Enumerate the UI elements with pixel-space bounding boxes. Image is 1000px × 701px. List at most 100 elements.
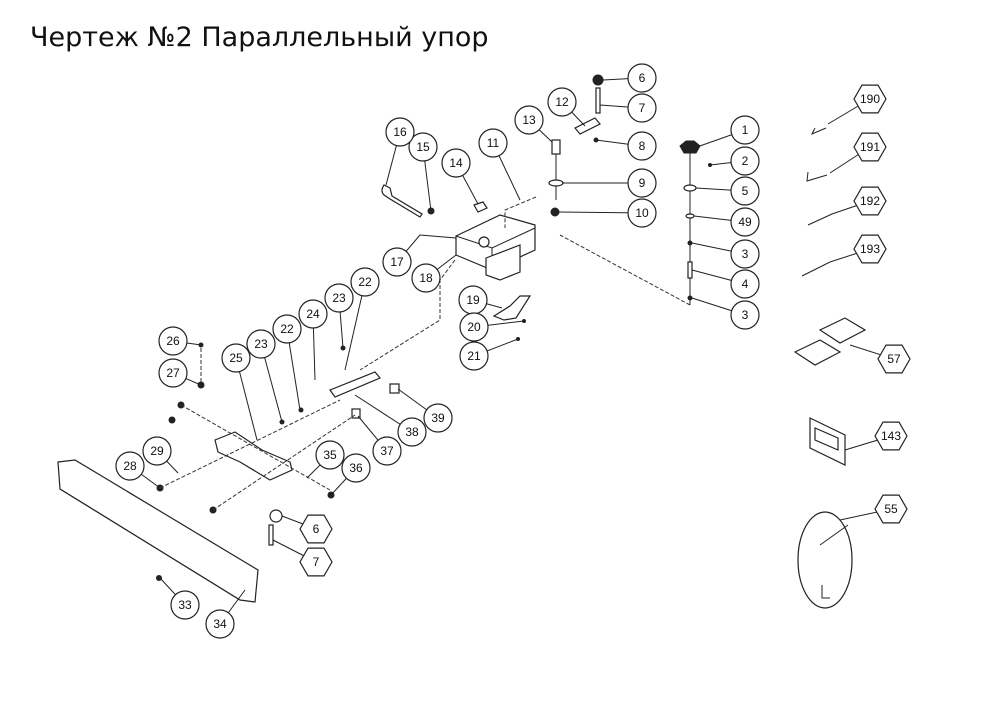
circle-callout-shape xyxy=(730,146,760,176)
callout-38: 38 xyxy=(397,417,427,447)
circle-callout-shape xyxy=(459,341,489,371)
callout-number: 24 xyxy=(306,307,320,321)
callout-number: 1 xyxy=(742,123,749,137)
slide-assembly xyxy=(279,345,400,425)
callout-13: 13 xyxy=(514,105,544,135)
circle-callout-shape xyxy=(730,207,760,237)
callout-number: 3 xyxy=(742,308,749,322)
circle-callout-shape xyxy=(246,329,276,359)
callout-number: 193 xyxy=(860,242,880,256)
callout-number: 143 xyxy=(881,429,901,443)
lower-knob xyxy=(268,509,283,546)
callout-number: 18 xyxy=(419,271,433,285)
callout-number: 26 xyxy=(166,334,180,348)
circle-callout-shape xyxy=(730,269,760,299)
callout-number: 192 xyxy=(860,194,880,208)
callout-number: 27 xyxy=(166,366,180,380)
circle-callout-shape xyxy=(514,105,544,135)
callout-14: 14 xyxy=(441,148,471,178)
callout-number: 55 xyxy=(884,502,898,516)
callout-12: 12 xyxy=(547,87,577,117)
callout-19: 19 xyxy=(458,285,488,315)
circle-callout-shape xyxy=(341,453,371,483)
callout-193: 193 xyxy=(853,234,887,264)
callout-39: 39 xyxy=(423,403,453,433)
box-part-143 xyxy=(809,417,846,466)
circle-callout-shape xyxy=(221,343,251,373)
callout-number: 33 xyxy=(178,598,192,612)
hexagon-callout-shape xyxy=(877,344,911,374)
callout-number: 49 xyxy=(738,215,752,229)
callout-number: 13 xyxy=(522,113,536,127)
callout-35: 35 xyxy=(315,440,345,470)
circle-callout-shape xyxy=(627,198,657,228)
callout-37: 37 xyxy=(372,436,402,466)
callout-number: 25 xyxy=(229,351,243,365)
hex-keys xyxy=(801,127,833,277)
callout-number: 14 xyxy=(449,156,463,170)
hexagon-callout-shape xyxy=(853,186,887,216)
callout-23: 23 xyxy=(246,329,276,359)
circle-callout-shape xyxy=(478,128,508,158)
hexagon-callout-shape xyxy=(853,132,887,162)
callout-number: 7 xyxy=(639,101,646,115)
circle-callout-shape xyxy=(205,609,235,639)
callout-6: 6 xyxy=(627,63,657,93)
lock-handle-parts xyxy=(548,74,604,217)
callout-5: 5 xyxy=(730,176,760,206)
callout-number: 22 xyxy=(280,322,294,336)
callout-number: 11 xyxy=(487,136,500,150)
callout-number: 17 xyxy=(390,255,404,269)
callout-11: 11 xyxy=(478,128,508,158)
callout-25: 25 xyxy=(221,343,251,373)
circle-callout-shape xyxy=(324,283,354,313)
callout-10: 10 xyxy=(627,198,657,228)
callout-number: 4 xyxy=(742,277,749,291)
hexagon-callout-shape xyxy=(299,514,333,544)
callout-36: 36 xyxy=(341,453,371,483)
callout-number: 3 xyxy=(742,247,749,261)
circle-callout-shape xyxy=(547,87,577,117)
assembly-lines xyxy=(159,196,691,511)
callout-6: 6 xyxy=(299,514,333,544)
callout-number: 57 xyxy=(887,352,901,366)
callout-number: 6 xyxy=(313,522,320,536)
callout-number: 38 xyxy=(405,425,419,439)
circle-callout-shape xyxy=(459,312,489,342)
stud-assembly xyxy=(679,140,712,305)
bracket-body xyxy=(419,214,536,281)
callout-15: 15 xyxy=(408,132,438,162)
callout-number: 35 xyxy=(323,448,337,462)
circle-callout-shape xyxy=(627,168,657,198)
circle-callout-shape xyxy=(397,417,427,447)
circle-callout-shape xyxy=(350,267,380,297)
callout-22: 22 xyxy=(350,267,380,297)
callout-number: 29 xyxy=(150,444,164,458)
circle-callout-shape xyxy=(142,436,172,466)
callout-7: 7 xyxy=(299,547,333,577)
callout-number: 16 xyxy=(393,125,407,139)
callout-8: 8 xyxy=(627,131,657,161)
circle-callout-shape xyxy=(158,326,188,356)
callout-24: 24 xyxy=(298,299,328,329)
callout-21: 21 xyxy=(459,341,489,371)
callout-number: 19 xyxy=(466,293,480,307)
circle-callout-shape xyxy=(730,300,760,330)
circle-callout-shape xyxy=(441,148,471,178)
circle-callout-shape xyxy=(408,132,438,162)
callout-number: 23 xyxy=(254,337,268,351)
callout-22: 22 xyxy=(272,314,302,344)
hexagon-callout-shape xyxy=(853,234,887,264)
callout-number: 36 xyxy=(349,461,363,475)
callout-labels: 1254934367891012131114151617181920212223… xyxy=(115,63,911,639)
callout-number: 28 xyxy=(123,459,137,473)
circle-callout-shape xyxy=(730,239,760,269)
handles-part-57 xyxy=(793,317,867,366)
callout-18: 18 xyxy=(411,263,441,293)
callout-number: 2 xyxy=(742,154,749,168)
hexagon-callout-shape xyxy=(299,547,333,577)
callout-192: 192 xyxy=(853,186,887,216)
callout-49: 49 xyxy=(730,207,760,237)
callout-16: 16 xyxy=(385,117,415,147)
callout-1: 1 xyxy=(730,115,760,145)
